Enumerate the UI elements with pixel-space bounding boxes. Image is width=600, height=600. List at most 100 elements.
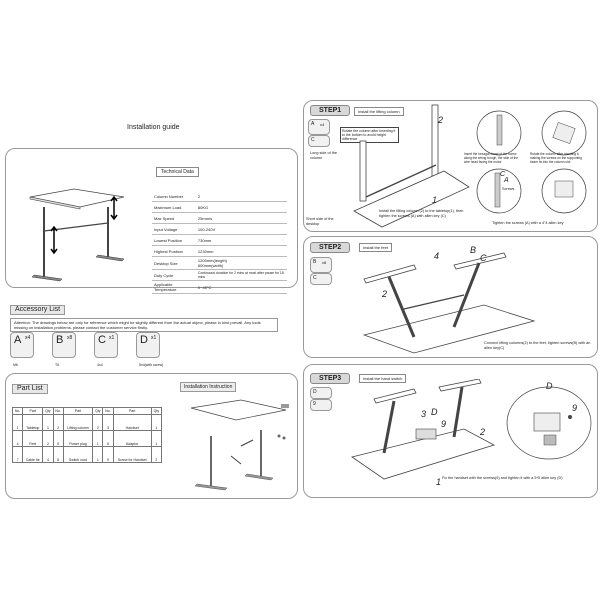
step2-callout-c: C bbox=[480, 253, 487, 263]
parts-cell: 8 bbox=[52, 446, 64, 463]
step3-callout-92: 9 bbox=[572, 403, 578, 413]
step2-badge: STEP2 bbox=[310, 242, 351, 253]
parts-cell: 1 bbox=[11, 414, 24, 431]
step3-callout-9: 9 bbox=[441, 419, 447, 429]
technical-value: 25mm/s bbox=[195, 212, 287, 224]
accessory-name: M6 bbox=[13, 363, 18, 367]
technical-value: 100-240V bbox=[195, 223, 287, 235]
parts-cell: 2 bbox=[52, 414, 64, 431]
parts-header: Qty bbox=[42, 407, 54, 415]
parts-cell: Feet bbox=[22, 430, 44, 447]
accessory-name: 5x4(with screw) bbox=[139, 363, 164, 367]
technical-key: Highest Position bbox=[152, 245, 196, 257]
instruction-title: Installation Instruction bbox=[180, 382, 237, 392]
accessory-letter: A bbox=[14, 334, 22, 346]
page-title: Installation guide bbox=[127, 124, 180, 131]
technical-value: 2 bbox=[195, 191, 287, 202]
step1-note: Rotate the column after inserting it to … bbox=[340, 127, 399, 143]
step1-callout-c: C bbox=[500, 171, 506, 178]
parts-header: Part bbox=[112, 407, 152, 415]
technical-key: Column Number bbox=[152, 191, 196, 202]
accessory-note: Attention: The drawings below are only f… bbox=[10, 318, 278, 332]
accessory-qty: x1 bbox=[109, 335, 115, 341]
step3-callout-d: D bbox=[431, 407, 438, 417]
parts-cell: 2 bbox=[92, 414, 104, 431]
step1-diagram bbox=[353, 104, 470, 228]
step3-panel: STEP3 Install the hand switch D 9 3 D 9 … bbox=[303, 364, 598, 498]
step1-panel: STEP1 Install the lifting column A x4 C … bbox=[303, 100, 598, 232]
technical-value: Continuous duration for 2 mins at most a… bbox=[195, 269, 287, 281]
technical-key: Applicable Temperature bbox=[152, 280, 196, 294]
step2-panel: STEP2 Install the feet B x8 C 4 B C 2 Co… bbox=[303, 236, 598, 358]
step1-callout-1: 1 bbox=[432, 195, 438, 205]
step3-callout-2: 2 bbox=[480, 427, 486, 437]
step1-main-text: Install the lifting column (2) to the ta… bbox=[379, 209, 464, 218]
step3-acc-9: 9 bbox=[310, 399, 332, 411]
step1-text: Install the lifting column bbox=[354, 107, 404, 116]
parts-cell: 3 bbox=[102, 414, 114, 431]
accessory-letter: B bbox=[56, 334, 64, 346]
technical-key: Maximum Load bbox=[152, 201, 196, 213]
step3-main-text: Fix the handset with the screws(9) and t… bbox=[442, 476, 563, 480]
parts-cell: 7 bbox=[11, 446, 24, 463]
accessory-name: T6 bbox=[55, 363, 60, 367]
step1-hex-text: Insert the hexagon head of the screw alo… bbox=[464, 152, 519, 164]
step1-details bbox=[476, 110, 587, 214]
step2-callout-b: B bbox=[470, 245, 477, 255]
step3-text: Install the hand switch bbox=[359, 374, 407, 383]
technical-key: Lowest Position bbox=[152, 234, 196, 246]
accessory-qty: x8 bbox=[67, 335, 73, 341]
step2-diagram bbox=[362, 252, 536, 354]
accessory-qty: x1 bbox=[151, 335, 157, 341]
accessory-title: Accessory List bbox=[10, 305, 66, 315]
parts-cell: Screw for Handset bbox=[112, 446, 152, 463]
step3-badge: STEP3 bbox=[310, 373, 351, 384]
parts-cell: 1 bbox=[42, 414, 54, 431]
parts-cell: Lifting column bbox=[62, 414, 94, 431]
step1-badge: STEP1 bbox=[310, 105, 351, 116]
step3-acc-d: D bbox=[310, 387, 332, 399]
technical-value: 0~40°C bbox=[195, 280, 287, 294]
step3-detail bbox=[506, 386, 592, 460]
parts-cell: 1 bbox=[92, 446, 104, 463]
accessory-letter: C bbox=[98, 334, 106, 346]
step1-acc-a: A x4 bbox=[308, 119, 330, 135]
step3-callout-3: 3 bbox=[421, 409, 427, 419]
step2-main-text: Connect lifting columns(2) to the feet, … bbox=[484, 341, 591, 350]
parts-cell: 5 bbox=[52, 430, 64, 447]
accessory-qty: x4 bbox=[25, 335, 31, 341]
parts-cell: 2 bbox=[42, 430, 54, 447]
step3-diagram bbox=[351, 379, 496, 480]
parts-cell: Handset bbox=[112, 414, 152, 431]
technical-key: Input Voltage bbox=[152, 223, 196, 235]
parts-cell: 9 bbox=[102, 446, 114, 463]
technical-value: 1230mm bbox=[195, 245, 287, 257]
parts-cell: 2 bbox=[150, 446, 163, 463]
parts-cell: Cable tie bbox=[22, 446, 44, 463]
technical-value: 730mm bbox=[195, 234, 287, 246]
technical-title: Technical Data bbox=[156, 167, 199, 177]
step2-callout-2: 2 bbox=[382, 289, 388, 299]
parts-header: Part bbox=[62, 407, 94, 415]
step1-side-label: Long side of the column bbox=[310, 151, 338, 160]
step1-short-label: Short side of the desktop bbox=[306, 217, 334, 226]
technical-value: 80KG bbox=[195, 201, 287, 213]
parts-header: No. bbox=[11, 407, 24, 415]
accessory-name: 4x4 bbox=[97, 363, 103, 367]
step1-tighten-text: Tighten the screws (A) with a 4"4 allen … bbox=[492, 221, 564, 225]
step2-text: Install the feet bbox=[359, 243, 392, 252]
parts-cell: Tabletop bbox=[22, 414, 44, 431]
